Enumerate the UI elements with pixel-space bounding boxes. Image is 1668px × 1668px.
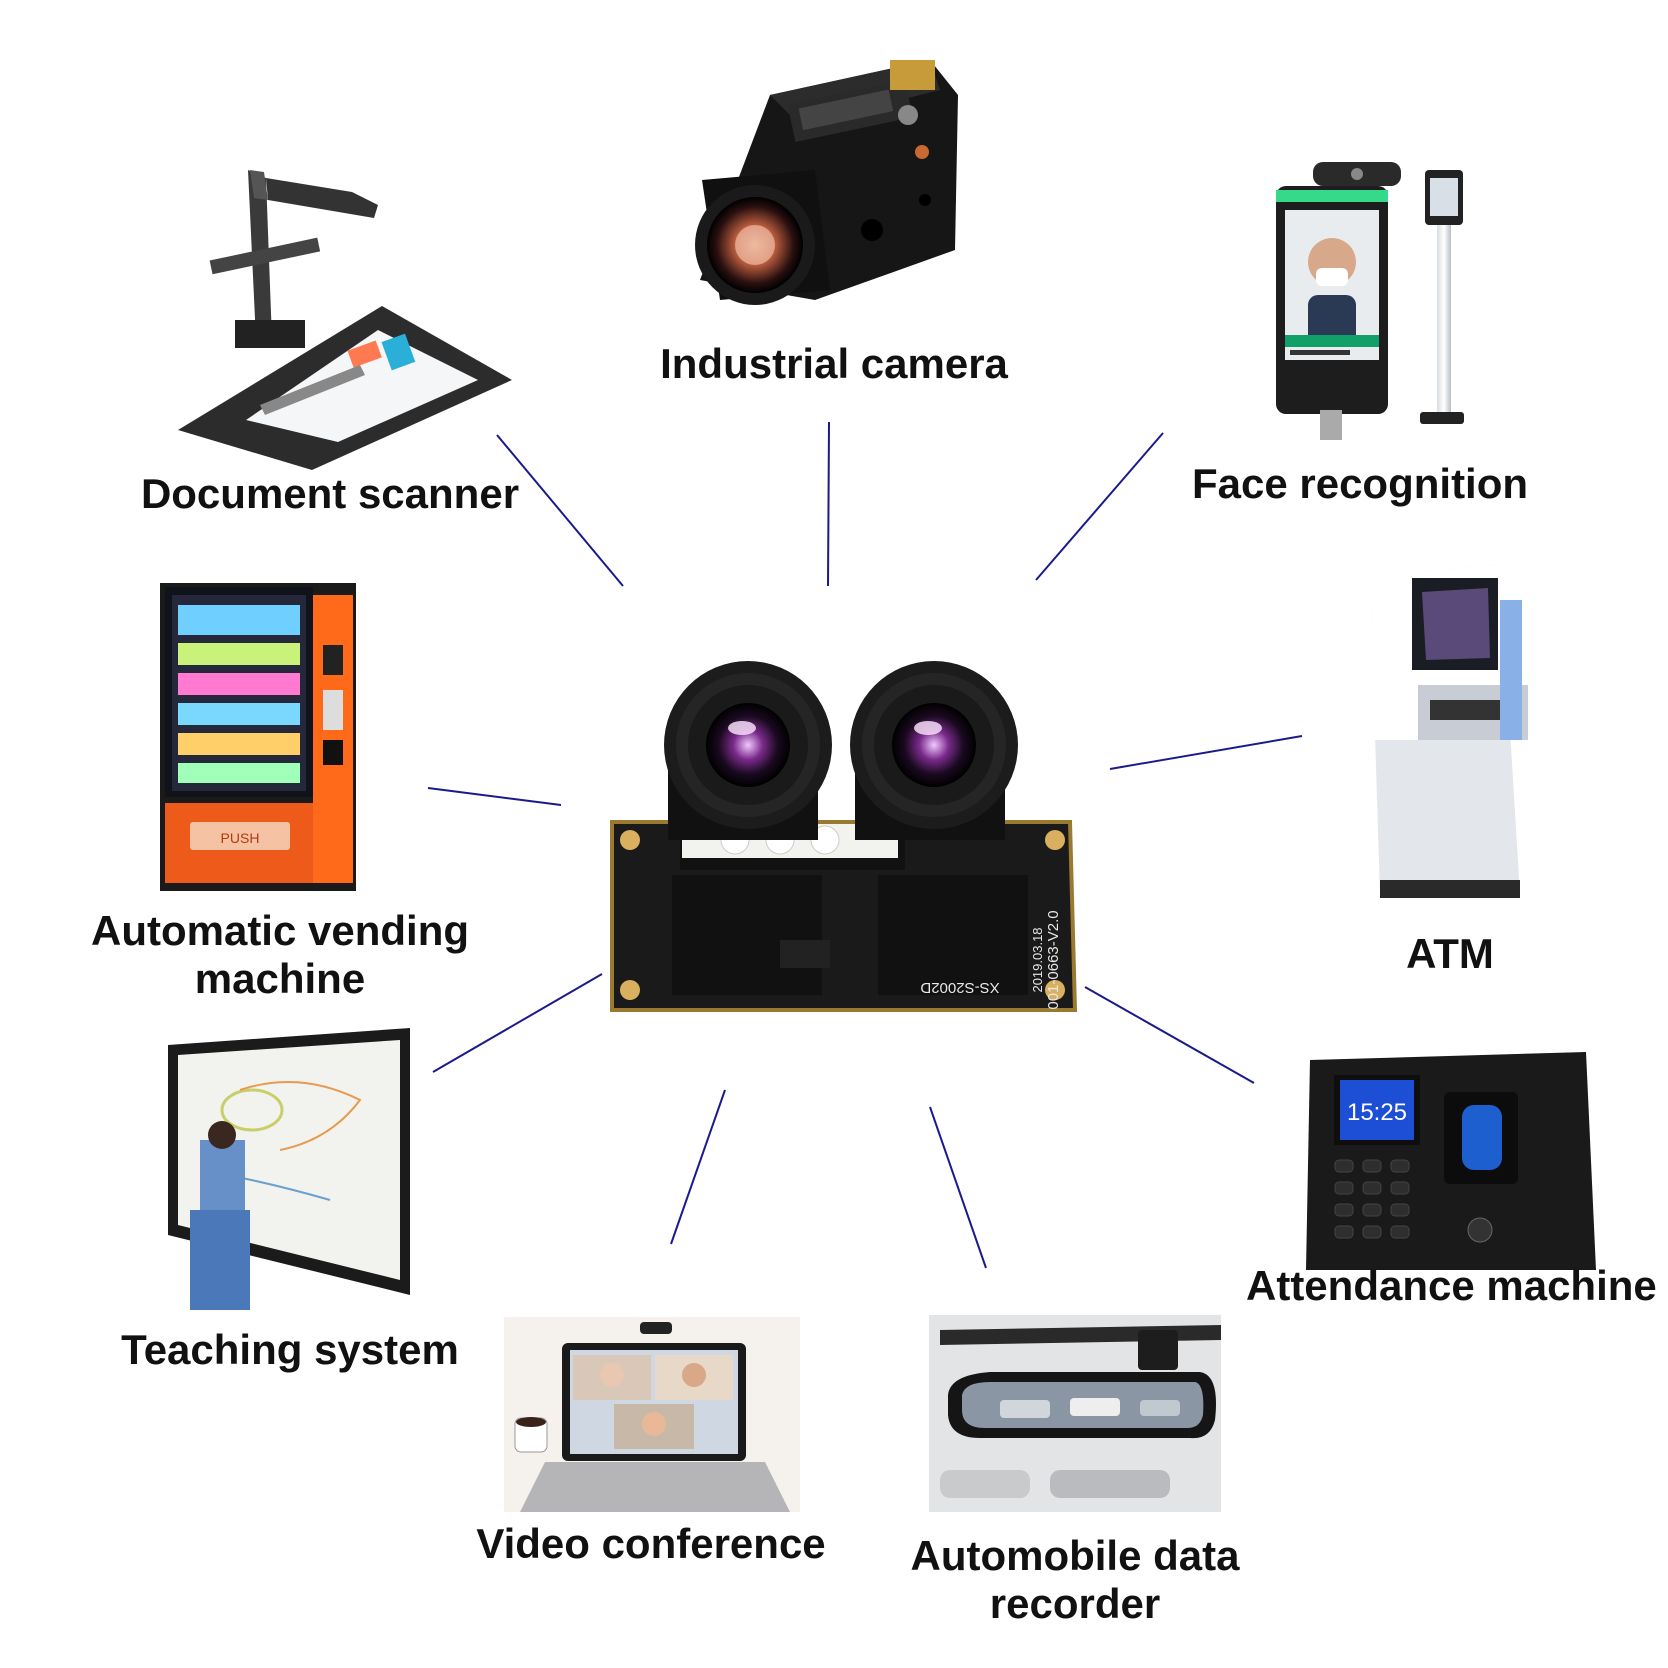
board-marking-version: 001-0663-V2.0	[1045, 910, 1062, 1009]
label-attendance-machine: Attendance machine	[1246, 1262, 1657, 1309]
attendance-screen-time: 15:25	[1347, 1099, 1407, 1126]
connector-attendance-machine	[1084, 986, 1255, 1084]
push-button-label: PUSH	[221, 830, 260, 846]
document-scanner-image	[178, 170, 512, 470]
video-conference-image	[504, 1317, 800, 1512]
connector-atm	[1109, 735, 1303, 770]
data-recorder-image	[929, 1315, 1221, 1512]
connector-video-conference	[670, 1089, 726, 1245]
connector-document-scanner	[496, 434, 624, 587]
label-industrial-camera: Industrial camera	[660, 340, 1008, 387]
label-document-scanner: Document scanner	[140, 470, 520, 517]
center-camera-module: 001-0663-V2.0 2019.03.18 XS-S2002D	[610, 661, 1078, 1012]
atm-image	[1370, 565, 1528, 898]
label-atm: ATM	[1406, 930, 1494, 977]
label-video-conference: Video conference	[476, 1520, 826, 1567]
connector-teaching-system	[432, 973, 603, 1073]
industrial-camera-image	[695, 60, 958, 305]
label-face-recognition: Face recognition	[1191, 460, 1529, 507]
vending-machine-image: PUSH	[160, 583, 356, 891]
label-vending-line-1: Automatic vending	[90, 907, 470, 954]
label-recorder-line-1: Automobile data	[910, 1532, 1240, 1579]
label-vending-line-2: machine	[194, 955, 366, 1002]
teaching-system-image	[168, 1028, 410, 1310]
board-marking-model: XS-S2002D	[920, 979, 999, 996]
connector-data-recorder	[929, 1106, 987, 1269]
face-recognition-image	[1276, 162, 1464, 440]
label-recorder-line-2: recorder	[989, 1580, 1161, 1627]
label-data-recorder: Automobile data recorder	[900, 1532, 1250, 1628]
connector-lines	[427, 421, 1303, 1269]
connector-face-recognition	[1035, 432, 1164, 581]
label-vending-machine: Automatic vending machine	[80, 907, 480, 1003]
connector-industrial-camera	[827, 421, 830, 587]
label-teaching-system: Teaching system	[121, 1326, 459, 1373]
attendance-machine-image: 15:25	[1306, 1052, 1596, 1270]
board-marking-date: 2019.03.18	[1030, 927, 1045, 992]
connector-vending-machine	[427, 787, 562, 806]
